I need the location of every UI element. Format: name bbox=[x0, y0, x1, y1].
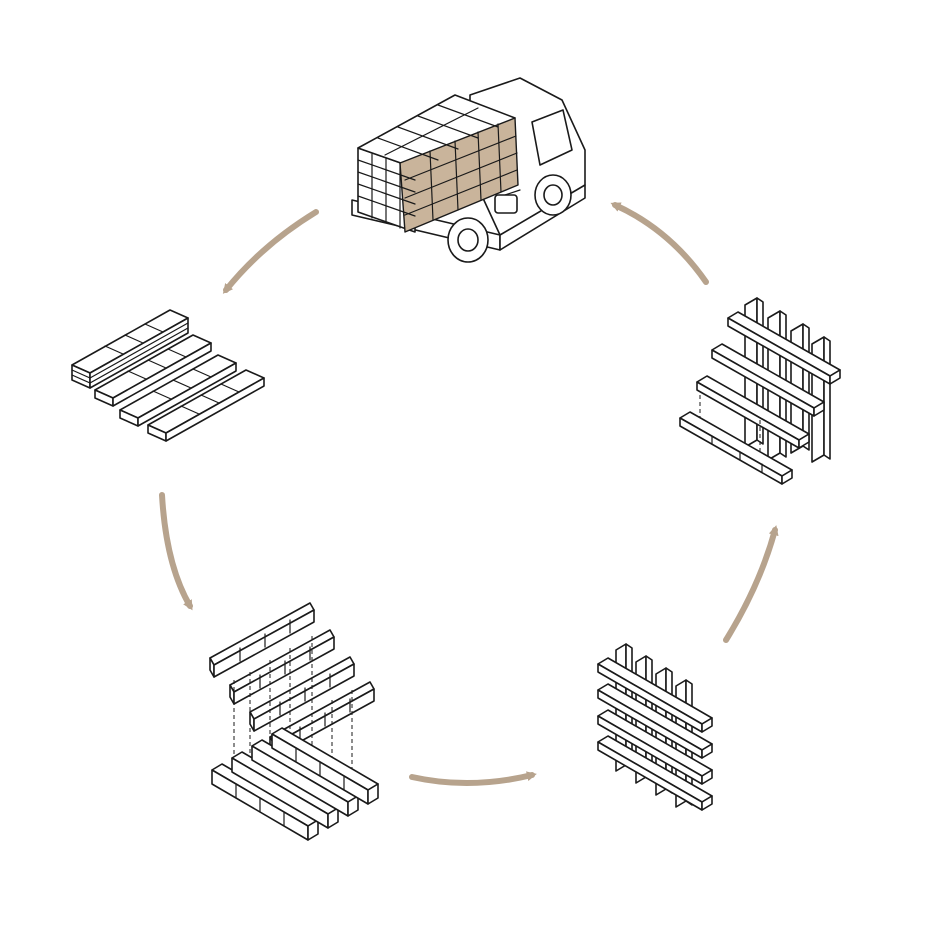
arrow-grid-to-partial bbox=[723, 525, 779, 643]
partial-shelf-assembly-icon bbox=[679, 297, 841, 485]
cycle-arrows bbox=[159, 202, 779, 786]
arrow-exploded-to-grid bbox=[409, 771, 537, 786]
exploded-panels-icon bbox=[209, 602, 379, 841]
assembled-grid-shelf-icon bbox=[597, 643, 713, 811]
delivery-truck-icon bbox=[351, 77, 586, 263]
arrow-stack-to-exploded bbox=[159, 492, 193, 611]
arrow-partial-to-truck bbox=[610, 202, 709, 285]
arrow-truck-to-stack bbox=[222, 209, 319, 294]
stacked-panels-icon bbox=[71, 309, 265, 442]
